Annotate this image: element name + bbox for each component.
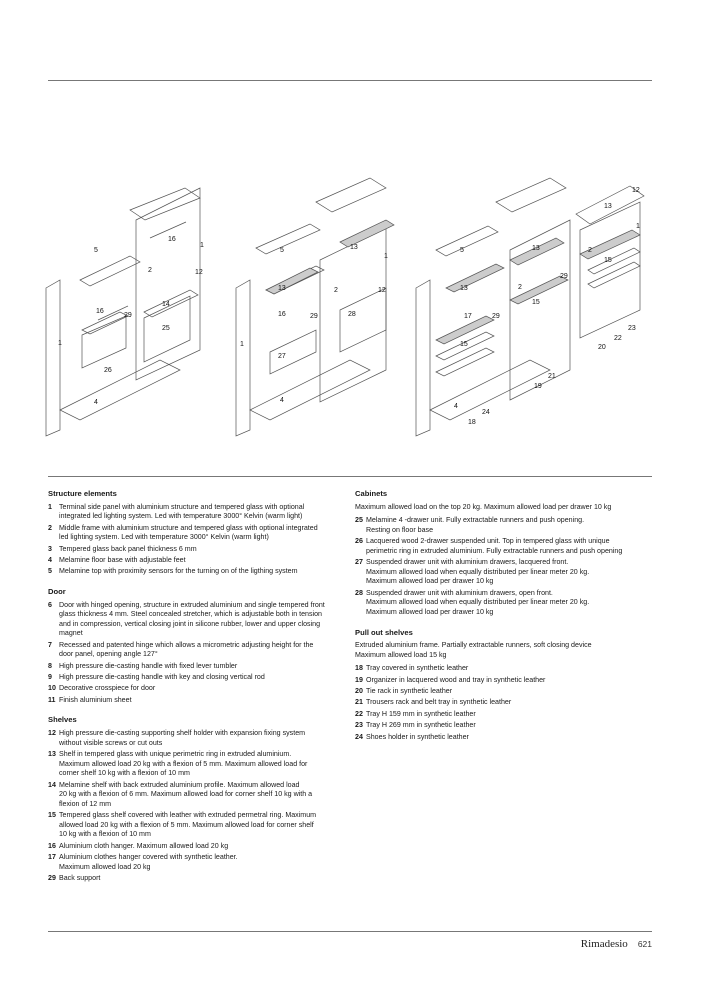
label-u3: 13 bbox=[460, 285, 468, 292]
label-u2: 1 bbox=[384, 253, 388, 260]
label-u2: 13 bbox=[278, 285, 286, 292]
label-u2: 29 bbox=[310, 313, 318, 320]
label-u1: 26 bbox=[104, 367, 112, 374]
label-u1: 2 bbox=[148, 267, 152, 274]
label-u3: 21 bbox=[548, 373, 556, 380]
label-u3: 22 bbox=[614, 335, 622, 342]
label-u2: 28 bbox=[348, 311, 356, 318]
label-u2: 16 bbox=[278, 311, 286, 318]
label-u1: 4 bbox=[94, 399, 98, 406]
label-u2: 13 bbox=[350, 244, 358, 251]
label-u1: 14 bbox=[162, 301, 170, 308]
label-u2: 1 bbox=[240, 341, 244, 348]
label-u3: 15 bbox=[604, 257, 612, 264]
label-u3: 15 bbox=[460, 341, 468, 348]
section-title: Cabinets bbox=[355, 489, 388, 498]
brand-logo: Rimadesio bbox=[580, 938, 628, 950]
page-footer: Rimadesio 621 bbox=[581, 938, 652, 950]
page-number: 621 bbox=[637, 939, 652, 949]
label-u1: 5 bbox=[94, 247, 98, 254]
label-u3: 20 bbox=[598, 344, 606, 351]
label-u1: 12 bbox=[195, 269, 203, 276]
label-u2: 12 bbox=[378, 287, 386, 294]
label-u3: 17 bbox=[464, 313, 472, 320]
label-u1: 16 bbox=[168, 236, 176, 243]
label-u3: 29 bbox=[560, 273, 568, 280]
mid-rule bbox=[48, 476, 652, 477]
section-title: Door bbox=[48, 586, 66, 596]
label-u3: 29 bbox=[492, 313, 500, 320]
top-rule bbox=[48, 80, 652, 81]
label-u3: 15 bbox=[532, 299, 540, 306]
callout-labels: 5 16 1 2 12 16 29 14 25 1 26 4 5 13 1 13… bbox=[58, 187, 640, 426]
section-title: Shelves bbox=[48, 715, 77, 725]
label-u3: 13 bbox=[604, 203, 612, 210]
exploded-wardrobe-diagram: 5 16 1 2 12 16 29 14 25 1 26 4 5 13 1 13… bbox=[45, 177, 645, 437]
label-u1: 1 bbox=[58, 340, 62, 347]
label-u3: 1 bbox=[636, 223, 640, 230]
section-title: Pull out shelves bbox=[355, 627, 413, 637]
label-u2: 5 bbox=[280, 247, 284, 254]
label-u3: 2 bbox=[588, 247, 592, 254]
label-u2: 4 bbox=[280, 397, 284, 404]
section-intro: Maximum allowed load on the top 20 kg. M… bbox=[355, 502, 612, 511]
cabinets-section: Cabinets Maximum allowed load on the top… bbox=[355, 489, 655, 618]
label-u3: 24 bbox=[482, 409, 490, 416]
label-u3: 4 bbox=[454, 403, 458, 410]
label-u3: 12 bbox=[632, 187, 640, 194]
label-u3: 19 bbox=[534, 383, 542, 390]
label-u2: 27 bbox=[278, 353, 286, 360]
label-u3: 5 bbox=[460, 247, 464, 254]
pullout-section: Pull out shelves Extruded aluminium fram… bbox=[355, 628, 655, 743]
label-u3: 13 bbox=[532, 245, 540, 252]
bottom-rule bbox=[48, 931, 652, 932]
label-u1: 1 bbox=[200, 242, 204, 249]
section-intro: Extruded aluminium frame. Partially extr… bbox=[355, 641, 592, 659]
label-u1: 29 bbox=[124, 312, 132, 319]
section-title: Structure elements bbox=[48, 489, 117, 498]
label-u3: 2 bbox=[518, 284, 522, 291]
label-u3: 23 bbox=[628, 325, 636, 332]
label-u3: 18 bbox=[468, 419, 476, 426]
label-u1: 25 bbox=[162, 325, 170, 332]
label-u2: 2 bbox=[334, 287, 338, 294]
right-column: Cabinets Maximum allowed load on the top… bbox=[355, 489, 655, 752]
label-u1: 16 bbox=[96, 308, 104, 315]
